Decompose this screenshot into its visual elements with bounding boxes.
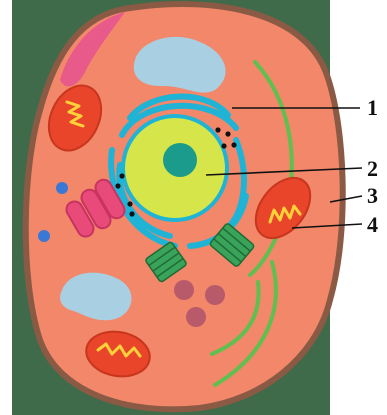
lysosome: [205, 285, 225, 305]
lysosome: [186, 307, 206, 327]
vesicle: [56, 182, 68, 194]
vesicle: [38, 230, 50, 242]
label-1: 1: [367, 95, 378, 120]
label-4: 4: [367, 212, 378, 237]
label-2: 2: [367, 156, 378, 181]
nucleolus: [163, 143, 197, 177]
label-3: 3: [367, 183, 378, 208]
lysosome: [174, 280, 194, 300]
